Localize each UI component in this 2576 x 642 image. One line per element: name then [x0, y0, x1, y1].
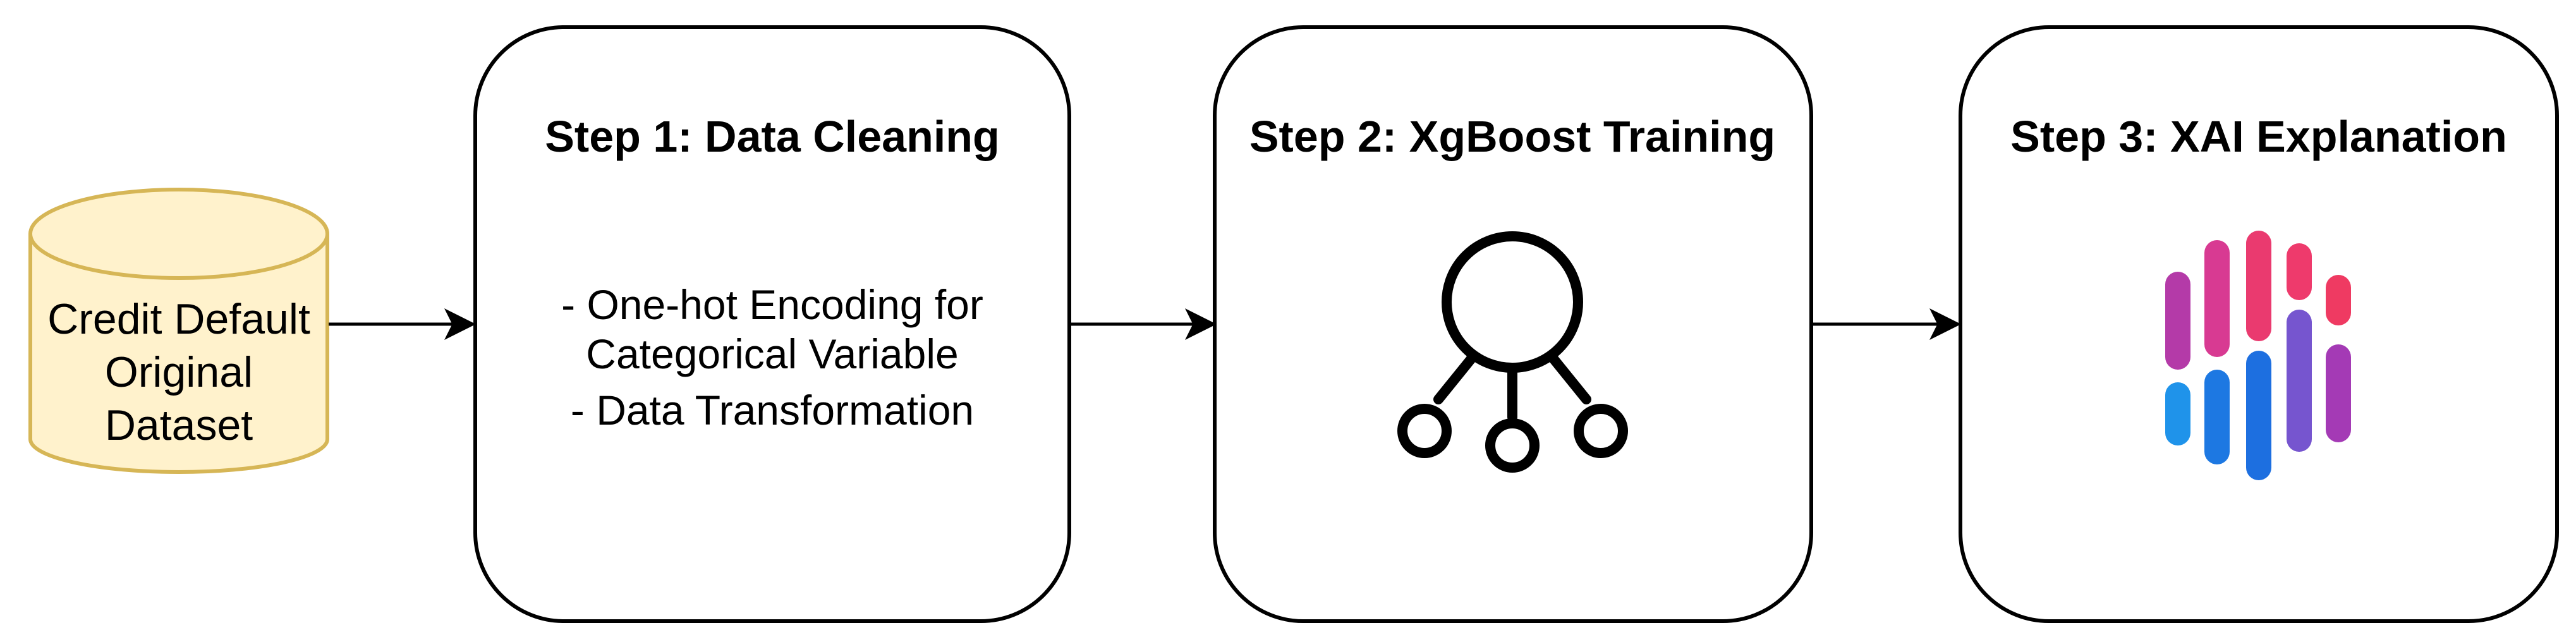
step-1-line-3: - Data Transformation	[571, 387, 974, 433]
cylinder-top	[28, 188, 329, 280]
step-1-title: Step 1: Data Cleaning	[545, 112, 1000, 161]
dataset-line-1: Credit Default	[47, 295, 310, 343]
dataset-cylinder: Credit Default Original Dataset	[28, 188, 329, 474]
step-3-box: Step 3: XAI Explanation	[1959, 25, 2559, 623]
dataset-line-2: Original	[105, 348, 253, 396]
step-1-box: Step 1: Data Cleaning - One-hot Encoding…	[473, 25, 1071, 623]
step-1-line-1: - One-hot Encoding for	[561, 281, 983, 328]
xai-bars-icon	[2165, 231, 2351, 480]
step-3-title: Step 3: XAI Explanation	[2010, 112, 2507, 161]
step-1-line-2: Categorical Variable	[586, 330, 958, 377]
step-2-box: Step 2: XgBoost Training	[1213, 25, 1813, 623]
tree-node-icon	[1397, 231, 1628, 473]
cylinder-body	[28, 234, 329, 474]
step-2-title: Step 2: XgBoost Training	[1249, 112, 1775, 161]
dataset-line-3: Dataset	[105, 401, 253, 449]
